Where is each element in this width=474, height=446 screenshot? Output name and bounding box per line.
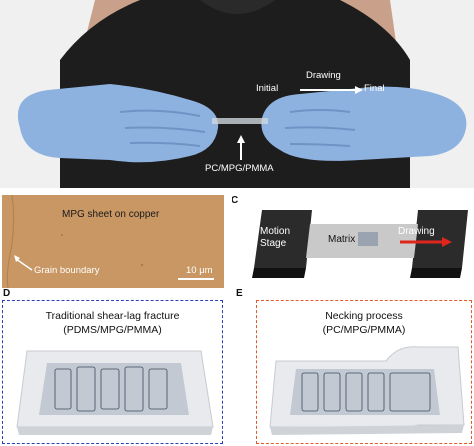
microscope-panel-b: MPG sheet on copper Grain boundary 10 μm <box>2 195 224 288</box>
mpg-title: MPG sheet on copper <box>62 209 160 220</box>
panel-letter-c: C <box>232 195 239 206</box>
panel-d-title-1: Traditional shear-lag fracture <box>45 310 180 322</box>
drawing-direction-label: Drawing <box>398 226 435 237</box>
panel-e-title-1: Necking process <box>325 310 403 322</box>
panel-d-title-2: (PDMS/MPG/PMMA) <box>63 324 162 336</box>
schematic-panel-c: C Motion Stage Matrix Drawing <box>232 194 472 290</box>
panel-letter-e: E <box>236 288 243 299</box>
fractured-hexagon-islands <box>54 366 168 412</box>
motion-stage-label: Motion Stage <box>260 226 291 249</box>
panel-letter-d: D <box>3 288 11 299</box>
motion-stage-schematic <box>252 210 468 278</box>
scale-bar-label: 10 μm <box>186 265 213 276</box>
intact-hexagon-islands <box>301 372 431 412</box>
photo-panel-a: Initial Drawing Final PC/MPG/PMMA <box>0 0 474 188</box>
copper-micrograph <box>2 195 224 288</box>
sample-label: PC/MPG/PMMA <box>205 163 274 174</box>
panel-e: Necking process (PC/MPG/PMMA) <box>256 300 472 444</box>
matrix-label: Matrix <box>328 234 356 245</box>
shear-lag-sketch <box>16 350 214 435</box>
grain-boundary-label: Grain boundary <box>34 265 100 276</box>
final-label: Final <box>364 83 385 94</box>
necking-sketch <box>269 346 465 435</box>
initial-label: Initial <box>256 83 279 94</box>
panel-d: Traditional shear-lag fracture (PDMS/MPG… <box>2 300 223 444</box>
drawing-label: Drawing <box>306 70 341 81</box>
stretching-photo <box>0 0 474 188</box>
panel-e-title-2: (PC/MPG/PMMA) <box>322 324 406 336</box>
